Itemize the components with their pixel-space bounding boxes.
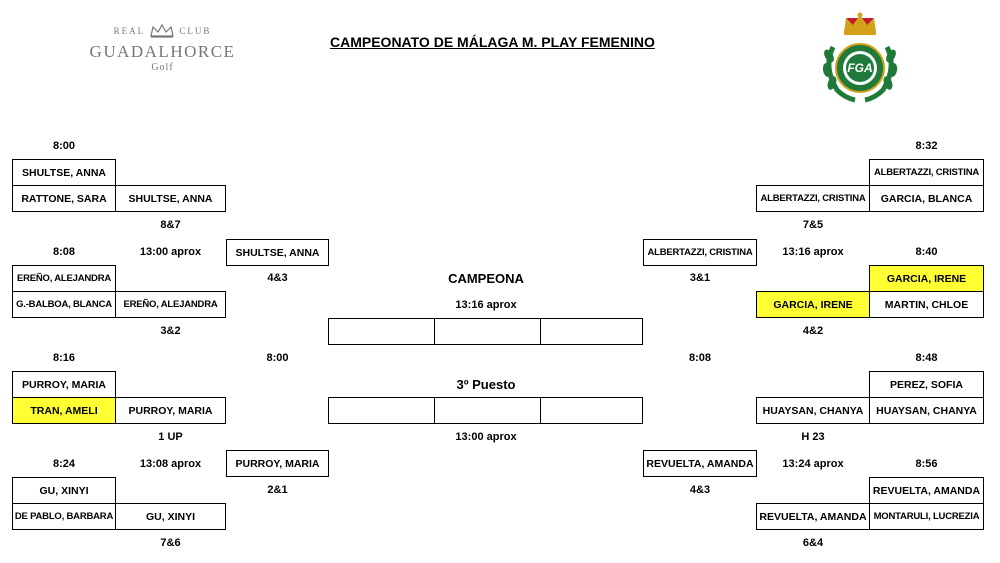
page-title: CAMPEONATO DE MÁLAGA M. PLAY FEMENINO [330, 34, 655, 50]
third-score-cell [434, 397, 541, 424]
winner-slot: EREÑO, ALEJANDRA [115, 291, 226, 318]
player-slot: PURROY, MARIA [12, 371, 116, 398]
player-slot: ALBERTAZZI, CRISTINA [869, 159, 984, 186]
match-time: 8:16 [52, 352, 76, 364]
match-time: 8:00 [52, 140, 76, 152]
final-label: CAMPEONA [448, 271, 524, 286]
player-slot: SHULTSE, ANNA [12, 159, 116, 186]
winner-slot: SHULTSE, ANNA [226, 239, 329, 266]
winner-slot: ALBERTAZZI, CRISTINA [643, 239, 757, 266]
club-logo-sub: Golf [151, 62, 174, 73]
match-result: 3&1 [689, 272, 711, 284]
match-time: 13:24 aprox [782, 458, 844, 470]
player-slot-highlighted: GARCIA, IRENE [869, 265, 984, 292]
match-time: 8:32 [915, 140, 938, 152]
match-time: 13:16 aprox [782, 246, 844, 258]
final-score-cell [328, 318, 435, 345]
match-time: 13:08 aprox [139, 458, 202, 470]
final-time: 13:16 aprox [455, 299, 517, 311]
winner-slot: PURROY, MARIA [226, 450, 329, 477]
player-slot: DE PABLO, BARBARA [12, 503, 116, 530]
winner-slot: SHULTSE, ANNA [115, 185, 226, 212]
final-score-cell [540, 318, 643, 345]
player-slot: GU, XINYI [12, 477, 116, 504]
match-time: 13:00 aprox [139, 246, 202, 258]
crown-icon [149, 23, 175, 40]
third-score-cell [328, 397, 435, 424]
fga-logo: FGA [815, 12, 905, 104]
match-time: 8:08 [688, 352, 712, 364]
final-score-cell [434, 318, 541, 345]
match-result: 3&2 [160, 325, 181, 337]
match-result: 4&2 [802, 325, 824, 337]
match-time: 8:00 [266, 352, 289, 364]
player-slot: G.-BALBOA, BLANCA [12, 291, 116, 318]
player-slot: EREÑO, ALEJANDRA [12, 265, 116, 292]
winner-slot: GU, XINYI [115, 503, 226, 530]
match-result: 1 UP [158, 431, 183, 443]
club-logo: REAL CLUB GUADALHORCE Golf [85, 23, 240, 94]
winner-slot: ALBERTAZZI, CRISTINA [756, 185, 870, 212]
club-logo-club: CLUB [179, 26, 212, 37]
player-slot: HUAYSAN, CHANYA [869, 397, 984, 424]
match-time: 8:56 [915, 458, 938, 470]
player-slot: PEREZ, SOFIA [869, 371, 984, 398]
match-result: 4&3 [267, 272, 288, 284]
match-result: 6&4 [802, 537, 824, 549]
player-slot: MARTIN, CHLOE [869, 291, 984, 318]
player-slot: MONTARULI, LUCREZIA [869, 503, 984, 530]
fga-logo-text: FGA [847, 61, 873, 75]
player-slot: RATTONE, SARA [12, 185, 116, 212]
player-slot: REVUELTA, AMANDA [869, 477, 984, 504]
winner-slot: HUAYSAN, CHANYA [756, 397, 870, 424]
third-score-cell [540, 397, 643, 424]
match-result: 2&1 [267, 484, 288, 496]
match-time: 8:24 [52, 458, 76, 470]
match-result: 7&6 [160, 537, 181, 549]
player-slot: GARCIA, BLANCA [869, 185, 984, 212]
match-result: 4&3 [689, 484, 711, 496]
match-time: 8:40 [915, 246, 938, 258]
match-result: H 23 [801, 431, 825, 443]
match-result: 8&7 [160, 219, 181, 231]
winner-slot: PURROY, MARIA [115, 397, 226, 424]
club-logo-name: GUADALHORCE [89, 42, 236, 61]
winner-slot: REVUELTA, AMANDA [643, 450, 757, 477]
winner-slot: REVUELTA, AMANDA [756, 503, 870, 530]
third-place-label: 3º Puesto [456, 377, 516, 392]
match-time: 8:48 [915, 352, 938, 364]
winner-slot-highlighted: GARCIA, IRENE [756, 291, 870, 318]
match-result: 7&5 [802, 219, 824, 231]
match-time: 8:08 [52, 246, 76, 258]
club-logo-real: REAL [113, 26, 145, 37]
player-slot-highlighted: TRAN, AMELI [12, 397, 116, 424]
third-place-time: 13:00 aprox [455, 431, 517, 443]
